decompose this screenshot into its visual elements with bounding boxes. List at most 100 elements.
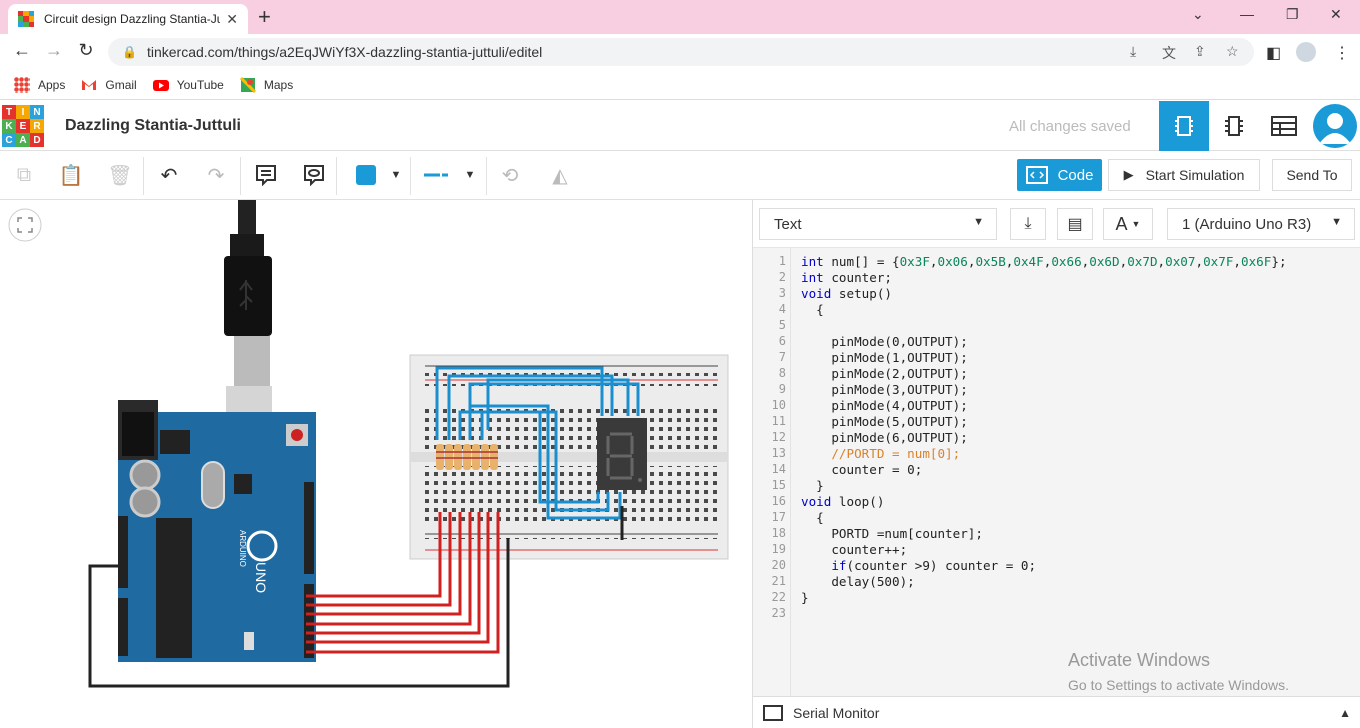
- bookmark-star-icon[interactable]: ☆: [1226, 43, 1239, 59]
- serial-monitor-label: Serial Monitor: [793, 704, 880, 721]
- undo-icon[interactable]: ↶: [160, 164, 178, 187]
- code-line[interactable]: if(counter >9) counter = 0;: [831, 558, 1037, 573]
- code-line[interactable]: counter = 0;: [801, 462, 923, 477]
- reload-icon[interactable]: ↻: [78, 40, 94, 60]
- font-size-button[interactable]: A ▼: [1103, 208, 1153, 240]
- tinkercad-logo[interactable]: T I N K E R C A D: [2, 105, 44, 147]
- code-line[interactable]: pinMode(2,OUTPUT);: [801, 366, 968, 381]
- code-line[interactable]: {: [801, 510, 824, 525]
- share-icon[interactable]: ⇪: [1194, 43, 1206, 59]
- send-to-button[interactable]: Send To: [1272, 159, 1352, 191]
- code-line[interactable]: pinMode(5,OUTPUT);: [801, 414, 968, 429]
- code-line[interactable]: pinMode(6,OUTPUT);: [801, 430, 968, 445]
- code-button-label: Code: [1057, 166, 1094, 184]
- back-icon[interactable]: ←: [13, 40, 31, 60]
- rotate-icon[interactable]: ⟲: [501, 164, 519, 187]
- color-dropdown-chevron-icon[interactable]: ▼: [390, 169, 402, 181]
- bookmark-apps[interactable]: Apps: [14, 76, 65, 93]
- download-code-button[interactable]: ⤓: [1010, 208, 1046, 240]
- serial-monitor-bar[interactable]: Serial Monitor ▲: [753, 696, 1360, 728]
- lock-icon[interactable]: 🔒: [122, 45, 137, 59]
- code-line[interactable]: void loop(): [801, 494, 885, 509]
- browser-tab[interactable]: Circuit design Dazzling Stantia-Ju ✕: [8, 4, 248, 34]
- side-panel-icon[interactable]: ◧: [1266, 45, 1282, 62]
- tab-close-icon[interactable]: ✕: [226, 10, 238, 27]
- copy-icon[interactable]: ⧉: [16, 163, 32, 186]
- translate-icon[interactable]: 文: [1162, 45, 1176, 61]
- flip-icon[interactable]: ◭: [552, 164, 568, 187]
- table-list-icon: [1271, 116, 1297, 136]
- line-number: 11: [771, 414, 786, 428]
- line-number: 17: [771, 510, 786, 524]
- start-simulation-button[interactable]: ▶ Start Simulation: [1108, 159, 1260, 191]
- code-line[interactable]: int num[] = {0x3F,0x06,0x5B,0x4F,0x66,0x…: [801, 254, 1287, 269]
- code-line[interactable]: pinMode(0,OUTPUT);: [801, 334, 968, 349]
- profile-avatar[interactable]: [1296, 42, 1316, 62]
- url-field[interactable]: 🔒 tinkercad.com/things/a2EqJWiYf3X-dazzl…: [108, 38, 1254, 66]
- browser-tab-bar: Circuit design Dazzling Stantia-Ju ✕ + ⌄…: [0, 0, 1360, 34]
- code-line[interactable]: pinMode(3,OUTPUT);: [801, 382, 968, 397]
- wire-dropdown-chevron-icon[interactable]: ▼: [464, 169, 476, 181]
- install-icon[interactable]: ⤓: [1130, 43, 1137, 59]
- usb-cable[interactable]: [224, 200, 272, 448]
- bookmark-youtube[interactable]: YouTube: [152, 77, 224, 93]
- code-line[interactable]: }: [801, 478, 824, 493]
- apps-grid-icon: [14, 76, 30, 93]
- line-number: 22: [771, 590, 786, 604]
- component-list-button[interactable]: [1259, 101, 1309, 151]
- expand-panel-icon[interactable]: ▲: [1339, 705, 1351, 720]
- ground-wire[interactable]: [88, 506, 624, 688]
- project-title[interactable]: Dazzling Stantia-Juttuli: [65, 117, 241, 134]
- circuit-canvas[interactable]: UNO ARDUINO: [0, 200, 752, 728]
- code-button[interactable]: Code: [1017, 159, 1102, 191]
- wire-type-picker[interactable]: [422, 161, 450, 189]
- code-line[interactable]: pinMode(1,OUTPUT);: [801, 350, 968, 365]
- code-line[interactable]: pinMode(4,OUTPUT);: [801, 398, 968, 413]
- code-line[interactable]: //PORTD = num[0];: [801, 446, 961, 461]
- breadboard[interactable]: [409, 354, 729, 560]
- toolbar-divider: [240, 157, 241, 195]
- seven-segment-display[interactable]: [597, 418, 647, 490]
- schematic-view-button[interactable]: [1209, 101, 1259, 151]
- browser-menu-icon[interactable]: ⋮: [1334, 45, 1350, 62]
- library-button[interactable]: ▤: [1057, 208, 1093, 240]
- device-select[interactable]: 1 (Arduino Uno R3) ▼: [1167, 208, 1355, 240]
- code-line[interactable]: int counter;: [801, 270, 892, 285]
- close-window-button[interactable]: ✕: [1330, 6, 1342, 22]
- code-line[interactable]: void setup(): [801, 286, 893, 301]
- resistor-array[interactable]: [436, 444, 498, 470]
- activate-windows-title: Activate Windows: [1068, 650, 1211, 670]
- line-number: 21: [771, 574, 786, 588]
- redo-icon[interactable]: ↷: [207, 164, 225, 187]
- code-line[interactable]: delay(500);: [801, 574, 915, 589]
- notes-visibility-icon[interactable]: [300, 161, 328, 189]
- minimize-window-button[interactable]: —: [1240, 6, 1254, 22]
- code-mode-select[interactable]: Text ▼: [759, 208, 997, 240]
- line-number: 13: [771, 446, 786, 460]
- tinkercad-favicon-icon: [18, 11, 34, 27]
- arduino-uno-board[interactable]: UNO ARDUINO: [118, 400, 316, 662]
- bookmark-gmail[interactable]: Gmail: [81, 77, 137, 93]
- code-mode-value: Text: [774, 215, 802, 233]
- fit-view-icon[interactable]: [8, 208, 42, 242]
- line-number: 19: [771, 542, 786, 556]
- note-icon[interactable]: [252, 161, 280, 189]
- bookmark-maps[interactable]: Maps: [239, 76, 293, 93]
- new-tab-button[interactable]: +: [258, 4, 271, 29]
- code-line[interactable]: }: [801, 590, 809, 605]
- red-wires[interactable]: [306, 512, 500, 654]
- color-picker[interactable]: [352, 161, 380, 189]
- code-line[interactable]: counter++;: [801, 542, 908, 557]
- delete-icon[interactable]: 🗑: [107, 164, 133, 187]
- blue-wires[interactable]: [435, 366, 640, 520]
- restore-window-button[interactable]: ❐: [1286, 6, 1299, 22]
- circuit-view-button[interactable]: [1159, 101, 1209, 151]
- user-avatar[interactable]: [1313, 104, 1357, 148]
- tab-title: Circuit design Dazzling Stantia-Ju: [44, 12, 221, 26]
- tab-search-icon[interactable]: ⌄: [1192, 6, 1204, 22]
- code-line[interactable]: {: [801, 302, 824, 317]
- paste-icon[interactable]: 📋: [58, 164, 84, 187]
- forward-icon[interactable]: →: [45, 40, 63, 60]
- code-line[interactable]: PORTD =num[counter];: [801, 526, 983, 541]
